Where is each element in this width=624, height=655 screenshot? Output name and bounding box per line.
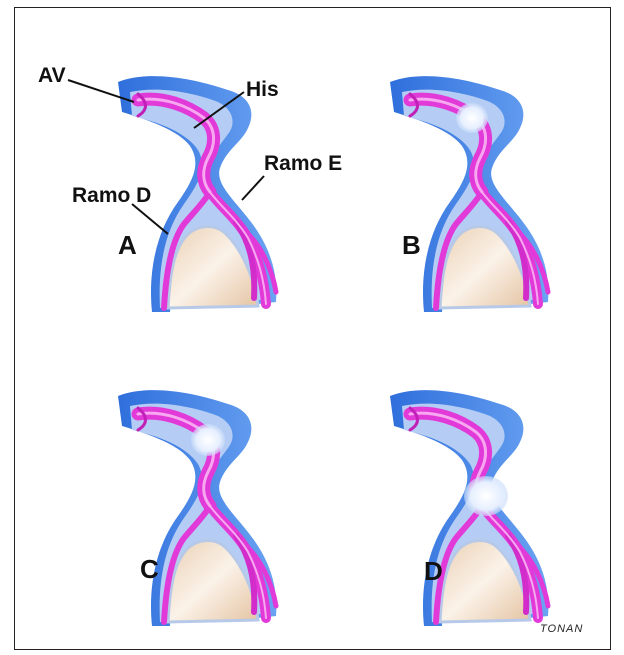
panel-letter-d: D [424, 556, 443, 586]
artist-signature: TONAN [540, 623, 583, 635]
